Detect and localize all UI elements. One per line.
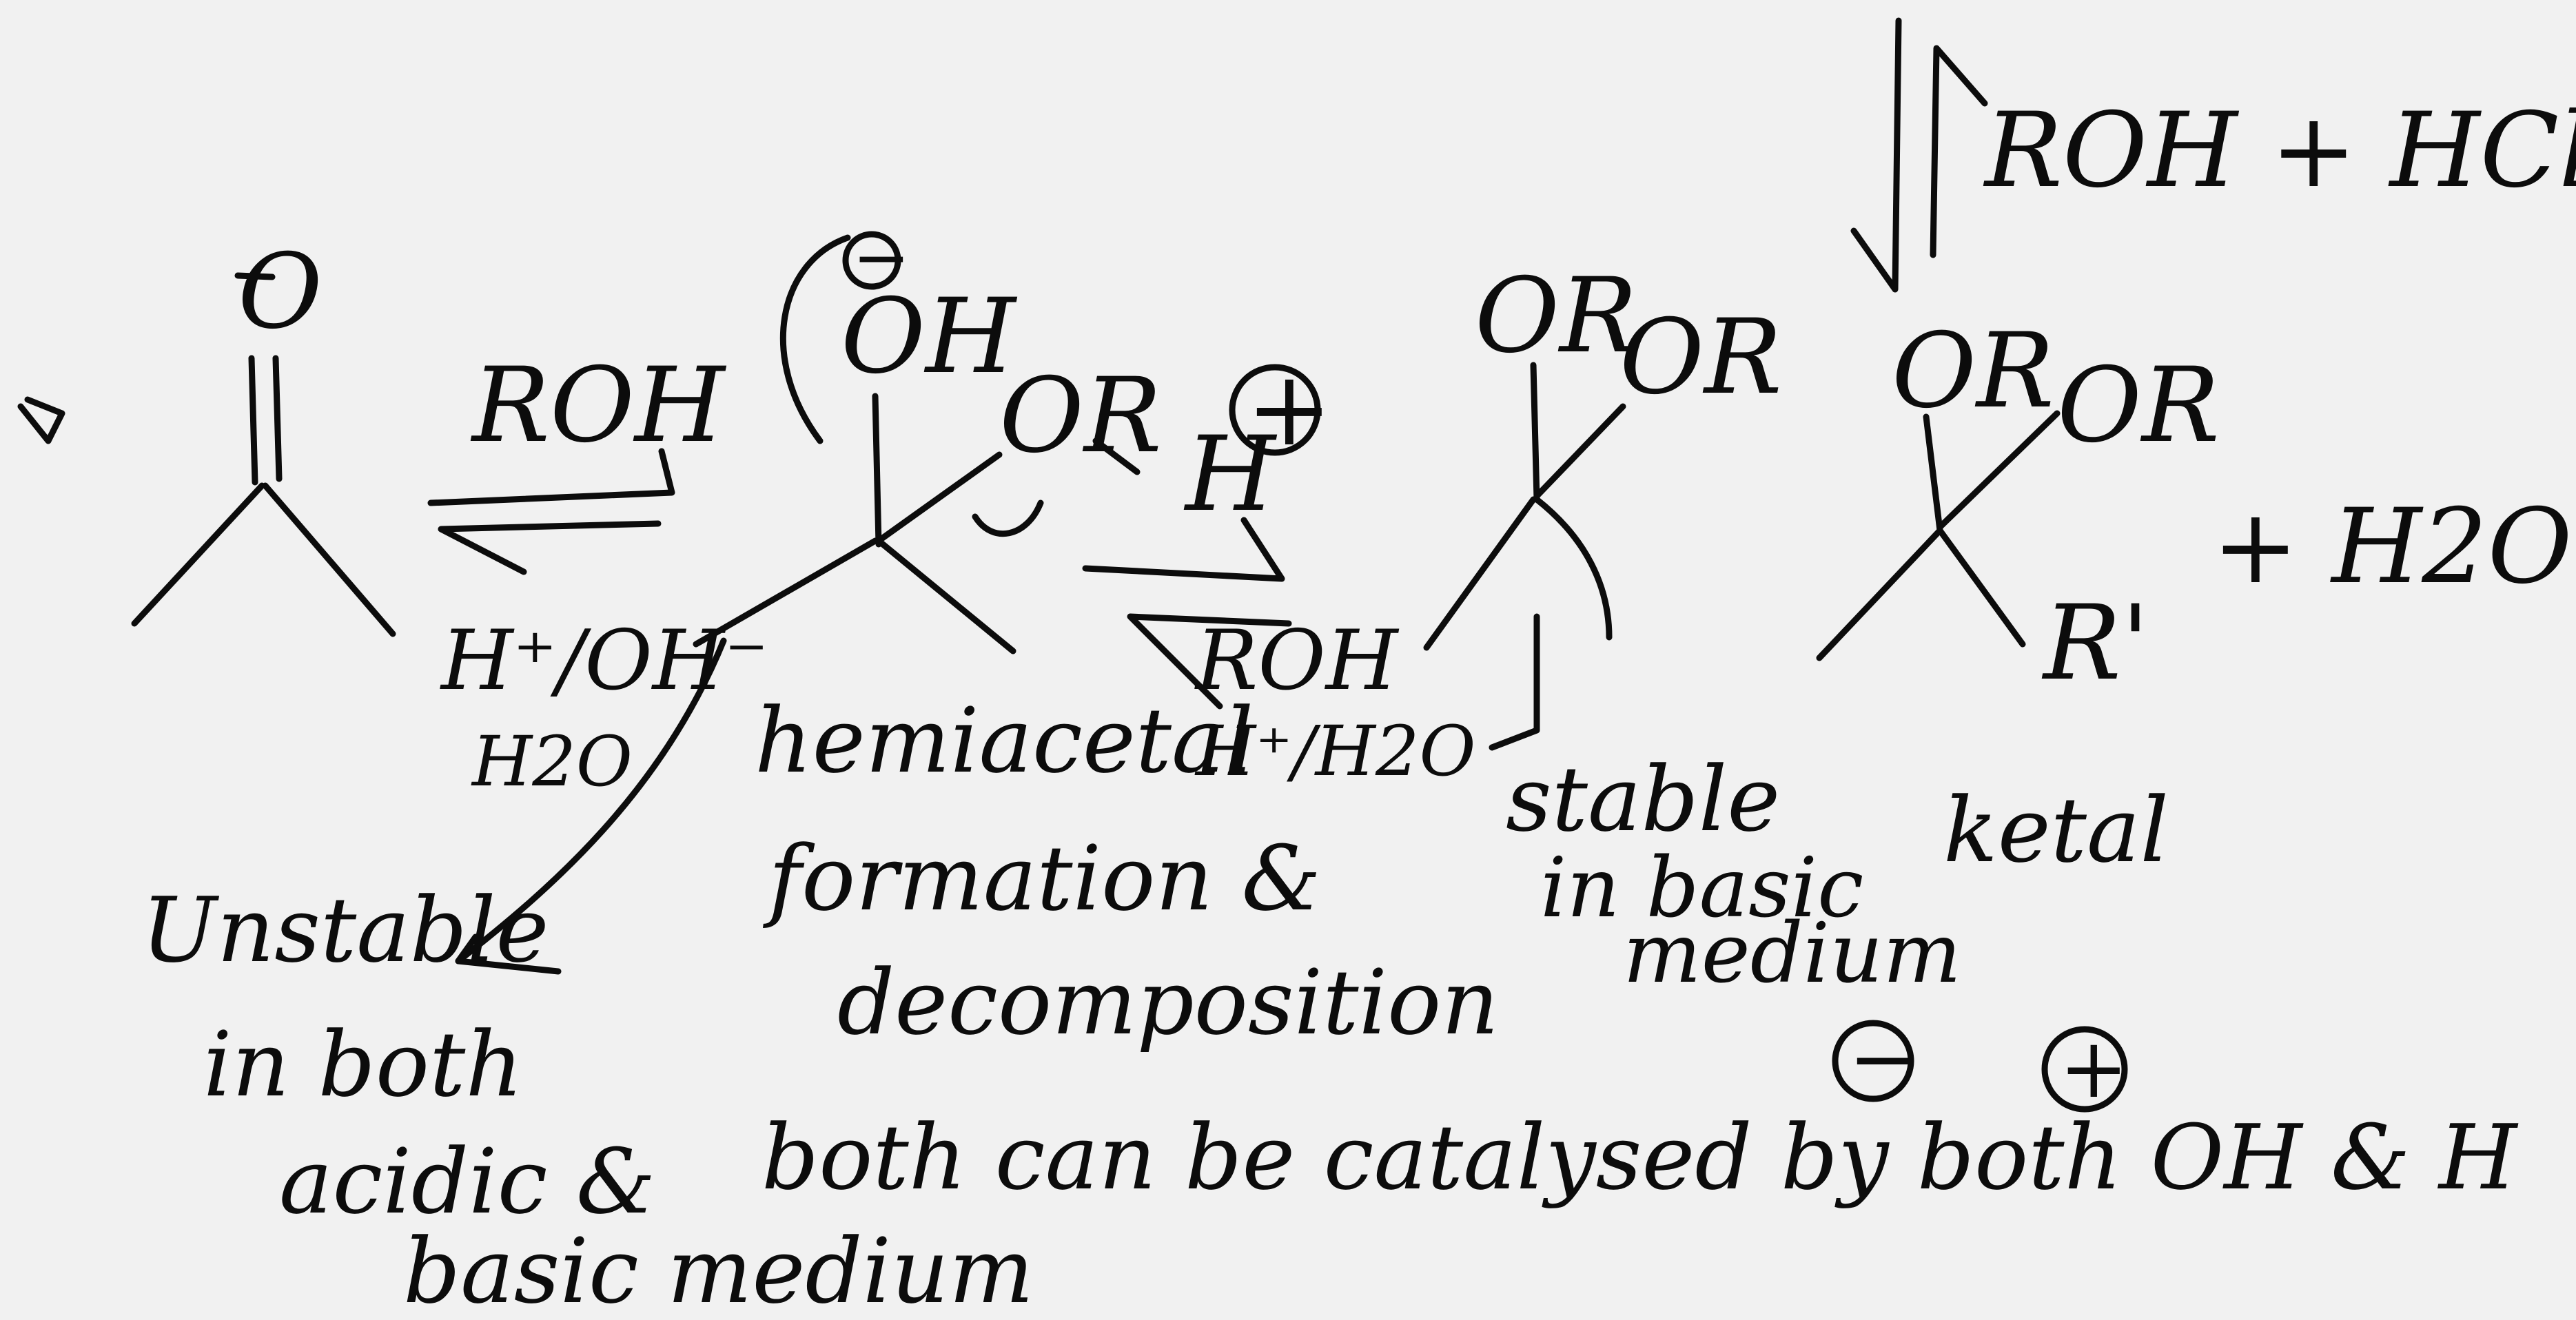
- ketal-r-prime: R': [2041, 584, 2149, 703]
- note-hemiacetal-line3: decomposition: [837, 950, 1499, 1055]
- ketal-right-bond: [1936, 527, 2026, 648]
- note-hemiacetal-line2: formation &: [763, 826, 1321, 931]
- note-stable-line3: medium: [1623, 906, 1961, 1002]
- unstable-pointer-arrow: [455, 637, 727, 975]
- acetal-or-2: OR: [1619, 298, 1782, 417]
- note-stable-line2: in basic: [1540, 841, 1863, 936]
- acetal-or-1: OR: [1475, 256, 1637, 376]
- equilibrium-arrow-1: ROH H⁺/OH⁻ H2O: [427, 346, 768, 802]
- ketal-vertical-bond: [1923, 413, 1943, 534]
- unstable-pointer-head: [455, 934, 479, 965]
- electron-push-arrow: [779, 234, 851, 444]
- note-unstable-line3: acidic &: [279, 1129, 656, 1234]
- arrow1-forward: [427, 448, 675, 506]
- note-unstable-line4: basic medium: [403, 1219, 1034, 1320]
- note-unstable-line2: in both: [203, 1012, 523, 1117]
- note-unstable-line1: Unstable: [141, 878, 549, 982]
- acetal-left-bond: [1423, 496, 1537, 651]
- h-plus-sign: +: [2059, 1021, 2129, 1117]
- arrow2-reagent: ROH: [1194, 613, 1400, 709]
- note-hemiacetal-line1: hemiacetal: [755, 688, 1254, 793]
- proton-plus: +: [1246, 349, 1333, 469]
- ketal-or-2: OR: [2057, 346, 2220, 466]
- hemiacetal-vertical-bond: [872, 393, 882, 548]
- oh-negative-charge: −: [852, 217, 910, 298]
- arrow2-backward: [1127, 613, 1292, 710]
- oh-minus-sign: −: [1848, 1011, 1918, 1107]
- hemiacetal-structure: − OH OR: [455, 217, 1162, 975]
- oh-minus-circle: [1832, 1020, 1914, 1102]
- ketal-or-1: OR: [1892, 311, 2054, 431]
- note-ketal: ketal: [1943, 778, 2169, 883]
- carbonyl-compound: O: [131, 232, 396, 637]
- carbonyl-double-bond-1: [248, 355, 258, 486]
- arrow2-catalyst: H⁺/H2O: [1194, 711, 1476, 792]
- acetal-pointer: [1489, 613, 1540, 751]
- h-plus-circle: [2041, 1026, 2128, 1113]
- lone-pair-curve: [972, 499, 1044, 537]
- arrow1-reagent: ROH: [470, 346, 727, 466]
- top-arrow-down: [1850, 17, 1902, 293]
- carbonyl-oxygen: O: [238, 232, 323, 352]
- hemiacetal-or-bond: [875, 451, 1003, 544]
- plus-water: + H2O: [2212, 487, 2573, 607]
- hemiacetal-oh: OH: [841, 277, 1018, 397]
- arrow1-backward: [438, 520, 662, 575]
- note-stable-line1: stable: [1506, 747, 1780, 852]
- proton-label: + H: [1183, 349, 1333, 535]
- bullet-mark: [17, 396, 65, 444]
- hemiacetal-or: OR: [999, 356, 1162, 476]
- notes: Unstable in both acidic & basic medium h…: [141, 688, 2519, 1320]
- ketal-left-bond: [1816, 527, 1943, 661]
- hemiacetal-right-bond: [875, 537, 1016, 654]
- top-reagent-label: ROH + HCl: [1983, 91, 2576, 211]
- proton-h: H: [1183, 415, 1278, 535]
- top-reagent: ROH + HCl: [1850, 17, 2576, 293]
- carbonyl-right-bond: [262, 482, 396, 637]
- carbonyl-left-bond: [131, 482, 265, 627]
- carbonyl-o-overbar: [234, 272, 276, 280]
- or-tail: [1092, 437, 1141, 475]
- equilibrium-arrow-2: ROH H⁺/H2O: [1082, 517, 1476, 792]
- ketal-or2-bond: [1936, 410, 2061, 530]
- proton-plus-circle: [1229, 364, 1321, 456]
- hemiacetal-left-bond: [693, 537, 879, 648]
- note-catalysed: both can be catalysed by both OH & H: [761, 1105, 2519, 1210]
- ketal-structure: OR OR R' + H2O: [1816, 311, 2573, 703]
- oh-negative-charge-circle: [842, 231, 901, 290]
- acetal-or2-bond: [1533, 403, 1626, 499]
- top-arrow-up: [1930, 45, 1988, 258]
- acetal-vertical-bond: [1530, 362, 1540, 503]
- acetal-right-bond: [1533, 496, 1613, 641]
- arrow2-forward: [1082, 517, 1285, 582]
- acetal-structure: OR OR: [1423, 256, 1782, 751]
- carbonyl-double-bond-2: [272, 355, 283, 482]
- arrow1-solvent: H2O: [471, 721, 633, 802]
